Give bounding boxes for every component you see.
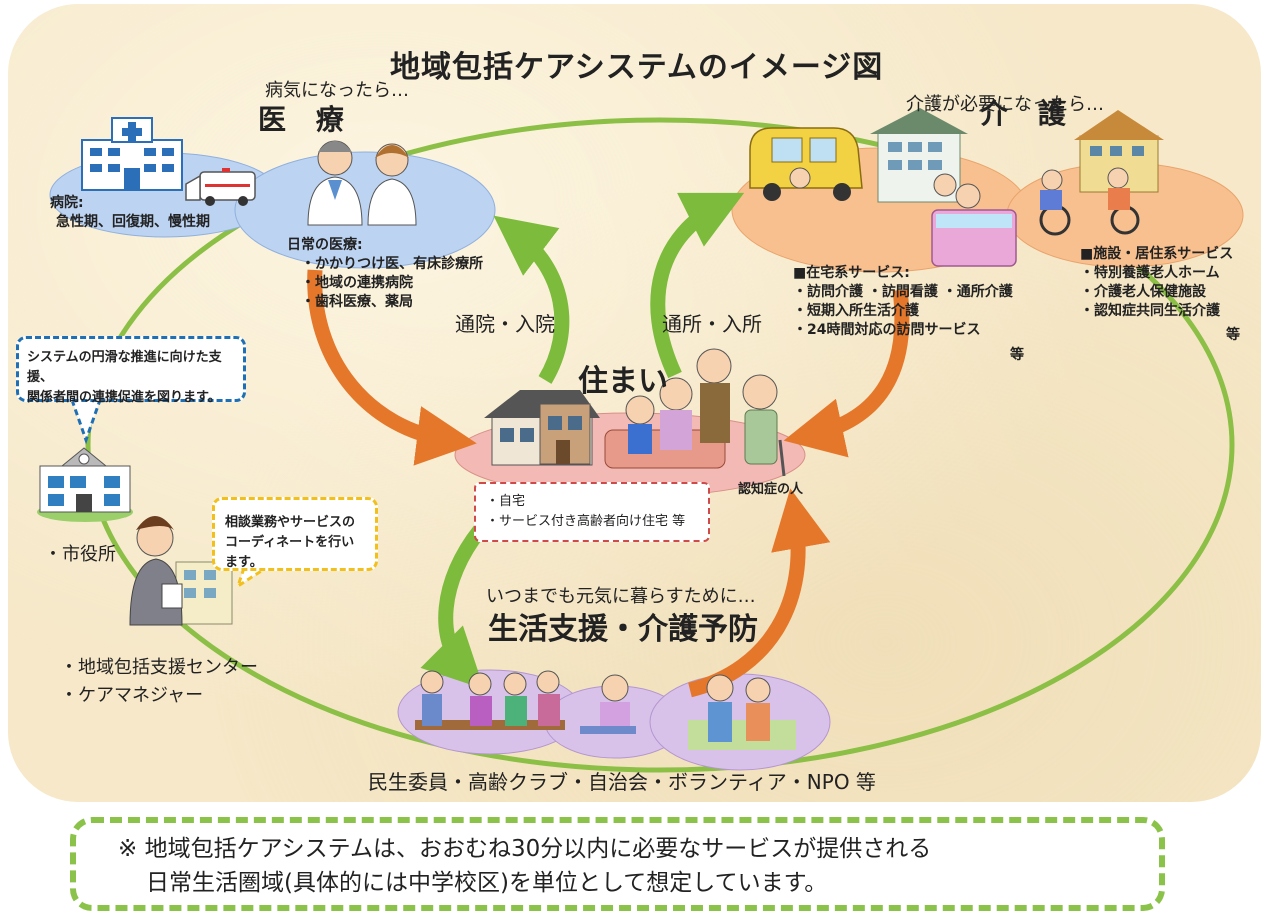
arrow-care-to-home — [783, 289, 910, 458]
care-heading: 介 護 — [980, 97, 1076, 130]
medical-heading: 医 療 — [258, 103, 354, 136]
facility-visit-label: 通所・入所 — [662, 312, 762, 336]
home-care-services-etc: 等 — [1010, 347, 1024, 363]
housing-types-box: ・自宅 ・サービス付き高齢者向け住宅 等 — [474, 482, 710, 542]
care-van-icon — [749, 127, 863, 201]
medical-subtitle: 病気になったら… — [265, 80, 409, 101]
cityhall-bubble-tail — [70, 399, 102, 445]
family-icon — [604, 348, 732, 469]
facility-services-label: ■施設・居住系サービス ・特別養護老人ホーム ・介護老人保健施設 ・認知症共同生… — [1080, 246, 1234, 319]
ambulance-icon — [185, 168, 256, 206]
center-labels: ・地域包括支援センター ・ケアマネジャー — [60, 657, 258, 706]
seniors-bench-icon — [415, 670, 565, 730]
arrow-home-to-medical — [493, 215, 570, 384]
doctor-icon — [307, 140, 363, 226]
exercise-icon — [580, 674, 636, 734]
home-title: 住まい — [578, 364, 668, 399]
volunteer-icon — [688, 674, 796, 750]
cityhall-label: ・市役所 — [44, 544, 116, 565]
diagram-title: 地域包括ケアシステムのイメージ図 — [390, 50, 884, 85]
daily-medical-label: 日常の医療: ・かかりつけ医、有床診療所 ・地域の連携病院 ・歯科医療、薬局 — [287, 237, 484, 310]
dementia-label: 認知症の人 — [738, 482, 804, 497]
arrow-home-to-support — [420, 525, 486, 690]
hospital-icon — [81, 117, 183, 191]
nurse-icon — [367, 143, 417, 226]
arrow-home-to-care — [650, 192, 745, 379]
support-subtitle: いつまでも元気に暮らすために… — [486, 586, 756, 607]
hospital-label: 病院: 急性期、回復期、慢性期 — [50, 195, 210, 230]
dementia-person-icon — [742, 374, 786, 477]
city-hall-icon — [37, 447, 133, 522]
support-bottom-label: 民生委員・高齢クラブ・自治会・ボランティア・NPO 等 — [368, 770, 876, 794]
footnote-box — [70, 817, 1165, 911]
community-ring — [85, 117, 1235, 773]
care-manager-icon — [129, 516, 233, 626]
wheelchair-icon — [1039, 167, 1140, 236]
medical-ellipse — [234, 151, 496, 269]
home-care-services-label: ■在宅系サービス: ・訪問介護 ・訪問看護 ・通所介護 ・短期入所生活介護 ・2… — [793, 265, 1013, 338]
support-heading: 生活支援・介護予防 — [488, 612, 758, 647]
footnote-text: ※ 地域包括ケアシステムは、おおむね30分以内に必要なサービスが提供される 日常… — [118, 836, 932, 896]
center-bubble-tail — [235, 566, 267, 590]
bath-care-icon — [931, 173, 1017, 267]
care-subtitle: 介護が必要になったら… — [906, 94, 1104, 115]
facility-services-etc: 等 — [1226, 327, 1240, 343]
cityhall-bubble: システムの円滑な推進に向けた支援、 関係者間の連携促進を図ります。 — [16, 336, 246, 405]
house-icon — [484, 390, 600, 466]
hospital-visit-label: 通院・入院 — [455, 312, 555, 336]
center-bubble: 相談業務やサービスの コーディネートを行います。 — [212, 497, 378, 571]
arrow-medical-to-home — [307, 269, 477, 466]
